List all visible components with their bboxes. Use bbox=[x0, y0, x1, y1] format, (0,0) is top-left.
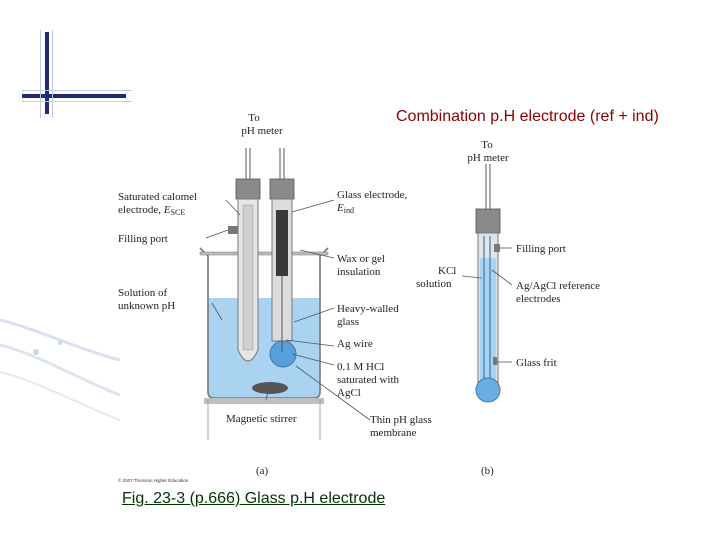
leaders-right bbox=[265, 199, 371, 421]
to-meter-b-1: To bbox=[481, 139, 493, 151]
calomel-label-2-text: electrode, bbox=[118, 204, 161, 216]
stirrer-label: Magnetic stirrer bbox=[226, 413, 297, 425]
thin-glass-label-2: membrane bbox=[370, 427, 417, 439]
leaders-left bbox=[205, 199, 241, 321]
to-meter-b-2: pH meter bbox=[467, 152, 509, 164]
calomel-label-2: electrode, ESCE bbox=[118, 204, 185, 217]
panel-a-letter: (a) bbox=[256, 465, 269, 477]
calomel-subscript: SCE bbox=[171, 208, 186, 217]
glass-electrode bbox=[269, 148, 297, 368]
kcl-label-2: solution bbox=[416, 278, 452, 290]
solution-label-2: unknown pH bbox=[118, 300, 175, 312]
panel-a: To pH meter Saturated calomel electrode,… bbox=[118, 112, 432, 483]
hcl-label-3: AgCl bbox=[337, 387, 361, 399]
corner-crosshair-icon bbox=[22, 30, 132, 118]
agagcl-label-1: Ag/AgCl reference bbox=[516, 280, 600, 292]
glass-subscript: ind bbox=[344, 206, 354, 215]
calomel-electrode bbox=[228, 148, 261, 362]
background-swoosh bbox=[0, 318, 121, 421]
panel-b-letter: (b) bbox=[481, 465, 494, 477]
hcl-label-1: 0.1 M HCl bbox=[337, 361, 384, 373]
beaker bbox=[199, 247, 329, 440]
filling-port-b: Filling port bbox=[516, 243, 566, 255]
slide-title: Combination p.H electrode (ref + ind) bbox=[396, 108, 659, 125]
ag-wire-label: Ag wire bbox=[337, 338, 373, 350]
kcl-label-1: KCl bbox=[438, 265, 456, 277]
heavy-glass-label-2: glass bbox=[337, 316, 359, 328]
calomel-label-1: Saturated calomel bbox=[118, 191, 197, 203]
wax-label-1: Wax or gel bbox=[337, 253, 385, 265]
wax-label-2: insulation bbox=[337, 266, 381, 278]
to-meter-a-2: pH meter bbox=[241, 125, 283, 137]
glass-frit-label: Glass frit bbox=[516, 357, 557, 369]
glass-electrode-label: Glass electrode, bbox=[337, 189, 407, 201]
glass-electrode-symbol-line: Eind bbox=[336, 202, 354, 215]
hcl-label-2: saturated with bbox=[337, 374, 400, 386]
heavy-glass-label-1: Heavy-walled bbox=[337, 303, 399, 315]
glass-symbol: E bbox=[336, 202, 344, 214]
panel-b: To pH meter KCl solution Filling port Ag… bbox=[416, 139, 600, 477]
figure-caption-link[interactable]: Fig. 23-3 (p.666) Glass p.H electrode bbox=[122, 490, 386, 507]
solution-label-1: Solution of bbox=[118, 287, 168, 299]
copyright: © 2007 Thomson Higher Education bbox=[118, 477, 189, 483]
to-meter-a-1: To bbox=[248, 112, 260, 124]
filling-port-a: Filling port bbox=[118, 233, 168, 245]
agagcl-label-2: electrodes bbox=[516, 293, 561, 305]
calomel-symbol: E bbox=[163, 204, 171, 216]
thin-glass-label-1: Thin pH glass bbox=[370, 414, 432, 426]
